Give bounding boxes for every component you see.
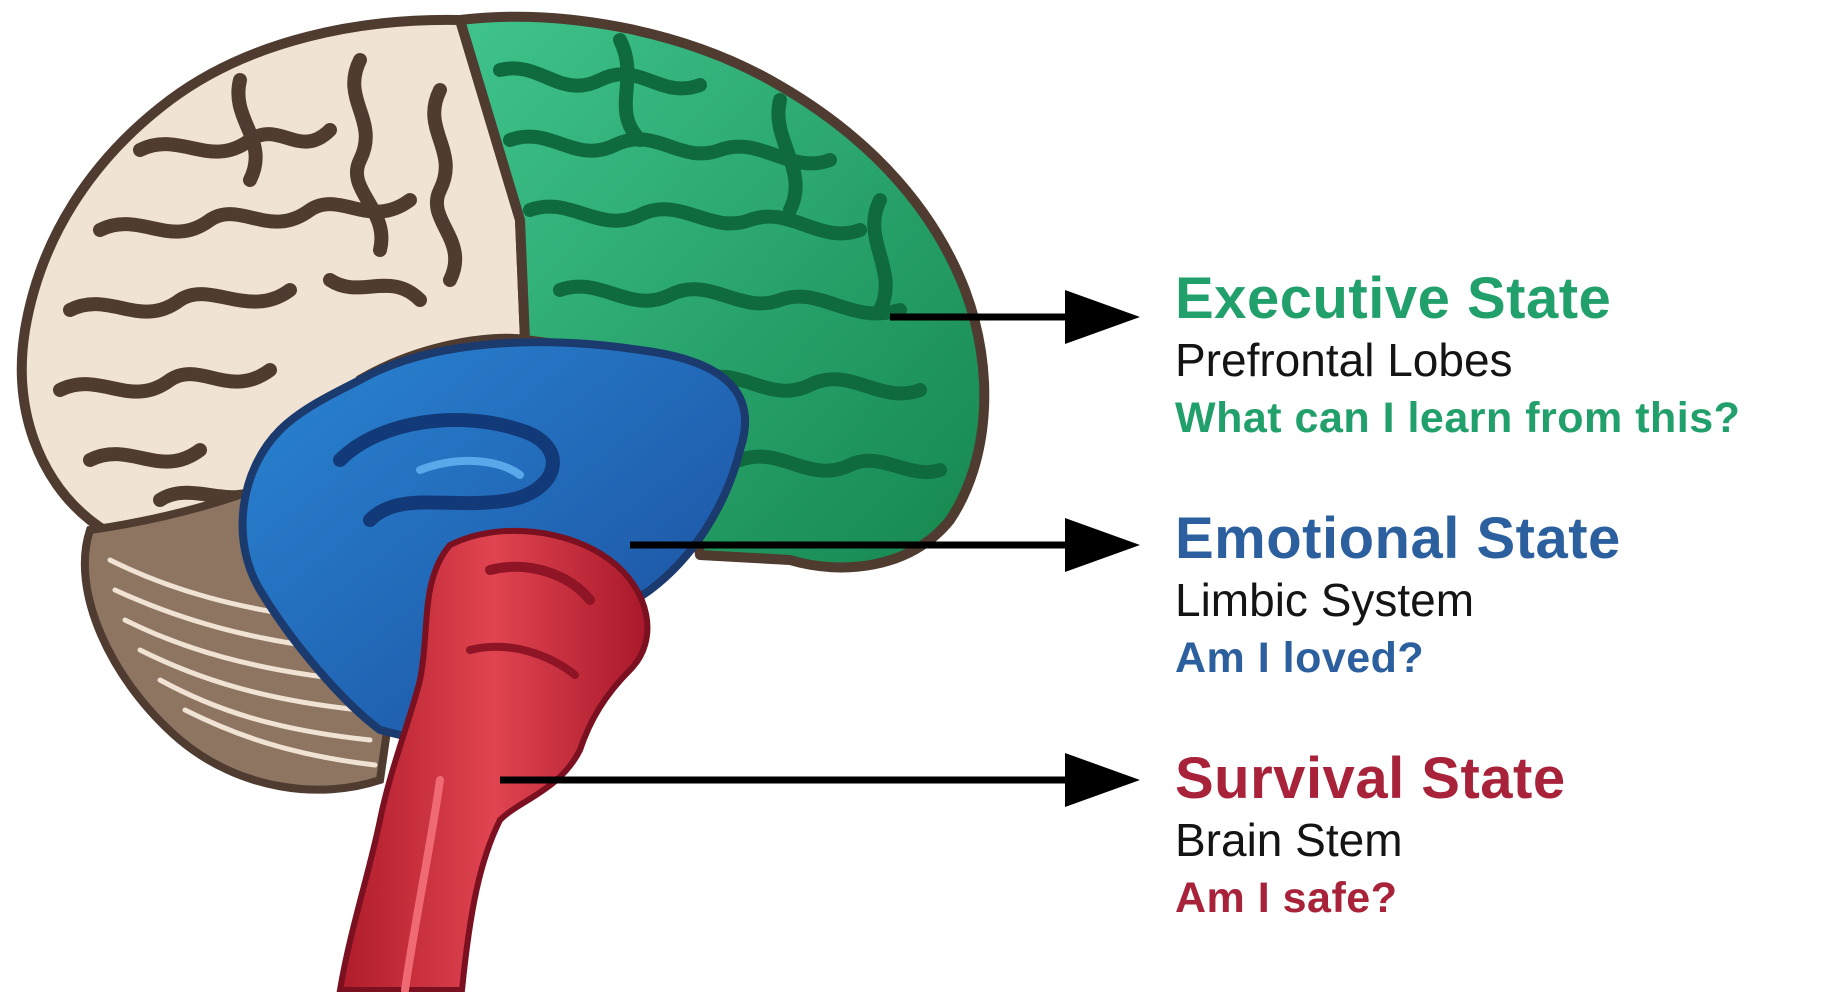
executive-state-label-group: Executive State Prefrontal Lobes What ca… [1175, 268, 1740, 446]
executive-state-title: Executive State [1175, 266, 1612, 331]
survival-state-question: Am I safe? [1175, 874, 1398, 922]
emotional-state-title: Emotional State [1175, 506, 1621, 571]
emotional-state-question: Am I loved? [1175, 634, 1425, 682]
survival-state-title: Survival State [1175, 746, 1566, 811]
survival-state-region: Brain Stem [1175, 814, 1403, 866]
executive-state-question: What can I learn from this? [1175, 394, 1741, 442]
executive-arrow [890, 290, 1140, 344]
emotional-state-label-group: Emotional State Limbic System Am I loved… [1175, 508, 1621, 686]
emotional-arrow [630, 518, 1140, 572]
executive-state-region: Prefrontal Lobes [1175, 334, 1513, 386]
survival-state-label-group: Survival State Brain Stem Am I safe? [1175, 748, 1566, 926]
survival-arrow [500, 753, 1140, 807]
brainstem-region [336, 527, 651, 992]
emotional-state-region: Limbic System [1175, 574, 1475, 626]
